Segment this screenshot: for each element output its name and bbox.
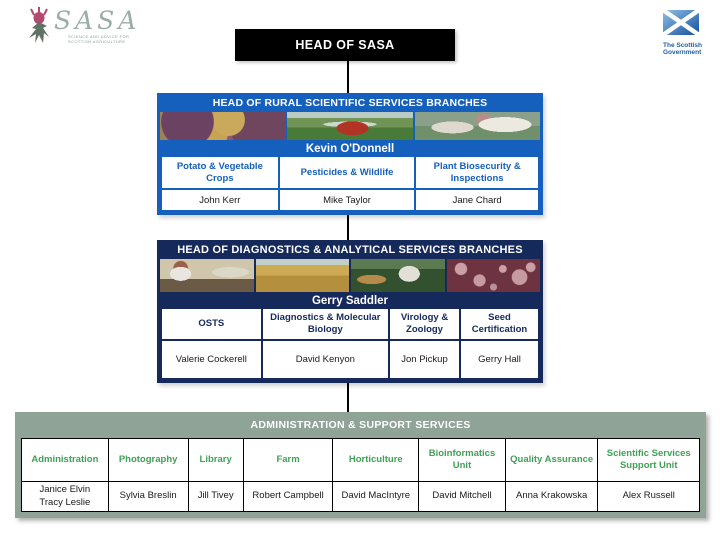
branch-column: Plant Biosecurity & Inspections Jane Cha… bbox=[414, 157, 538, 210]
staff-name: Alex Russell bbox=[622, 490, 675, 502]
admin-column-title: Scientific Services Support Unit bbox=[598, 439, 699, 482]
admin-column-names: Anna Krakowska bbox=[506, 482, 598, 511]
admin-column: Quality Assurance Anna Krakowska bbox=[504, 439, 598, 511]
branch-title: Pesticides & Wildlife bbox=[279, 157, 415, 190]
scottish-government-label: The Scottish Government bbox=[663, 42, 709, 56]
admin-column-title: Administration bbox=[22, 439, 108, 482]
admin-column-names: David MacIntyre bbox=[333, 482, 418, 511]
branch-head-name: Gerry Hall bbox=[478, 354, 521, 365]
rural-panel-title: HEAD OF RURAL SCIENTIFIC SERVICES BRANCH… bbox=[212, 97, 488, 109]
admin-column: Farm Robert Campbell bbox=[242, 439, 333, 511]
admin-column: Library Jill Tivey bbox=[187, 439, 243, 511]
sasa-tagline-line1: SCIENCE AND ADVICE FOR bbox=[68, 34, 130, 39]
head-of-sasa-box: HEAD OF SASA bbox=[235, 29, 455, 61]
microscopy-photo bbox=[446, 259, 540, 292]
branch-head-name: John Kerr bbox=[199, 194, 241, 206]
admin-column: Horticulture David MacIntyre bbox=[332, 439, 419, 511]
admin-column: Administration Janice Elvin Tracy Leslie bbox=[22, 439, 108, 511]
diagnostics-photo-strip bbox=[160, 259, 540, 292]
saltire-flag-icon bbox=[661, 8, 701, 37]
staff-name: Sylvia Breslin bbox=[119, 490, 177, 502]
scottish-government-logo: The Scottish Government bbox=[661, 8, 709, 56]
admin-support-section: ADMINISTRATION & SUPPORT SERVICES Admini… bbox=[15, 412, 706, 518]
admin-column: Photography Sylvia Breslin bbox=[107, 439, 188, 511]
admin-column-title: Quality Assurance bbox=[505, 439, 598, 482]
admin-column-title: Farm bbox=[243, 439, 333, 482]
staff-name: Robert Campbell bbox=[252, 490, 324, 502]
sasa-tagline-line2: SCOTTISH AGRICULTURE bbox=[68, 39, 126, 44]
sasa-wordmark: SASA bbox=[54, 6, 141, 35]
branch-column: Potato & Vegetable Crops John Kerr bbox=[162, 157, 278, 210]
sheep-photo bbox=[414, 112, 540, 140]
staff-name: Anna Krakowska bbox=[516, 490, 588, 502]
rural-head-name: Kevin O'Donnell bbox=[305, 143, 395, 155]
beekeeping-photo bbox=[351, 259, 445, 292]
admin-column-title: Library bbox=[188, 439, 243, 482]
admin-column-names: Janice Elvin Tracy Leslie bbox=[22, 482, 108, 511]
rural-photo-strip bbox=[160, 112, 540, 140]
laboratory-photo bbox=[160, 259, 254, 292]
admin-section-title: ADMINISTRATION & SUPPORT SERVICES bbox=[250, 419, 471, 431]
potatoes-photo bbox=[160, 112, 286, 140]
wheat-field-photo bbox=[255, 259, 349, 292]
admin-column-names: Alex Russell bbox=[598, 482, 699, 511]
branch-column: Pesticides & Wildlife Mike Taylor bbox=[277, 157, 415, 210]
diagnostics-head-name: Gerry Saddler bbox=[311, 295, 389, 307]
staff-name: David Mitchell bbox=[432, 490, 492, 502]
admin-column: Scientific Services Support Unit Alex Ru… bbox=[597, 439, 699, 511]
sg-label-line2: Government bbox=[663, 49, 702, 56]
branch-column: OSTS Valerie Cockerell bbox=[162, 309, 261, 378]
connector-diagnostics-to-admin bbox=[347, 383, 349, 412]
branch-head-name: David Kenyon bbox=[295, 354, 355, 365]
branch-title: Seed Certification bbox=[461, 309, 538, 341]
admin-column-names: Jill Tivey bbox=[189, 482, 243, 511]
rural-branch-table: Potato & Vegetable Crops John Kerr Pesti… bbox=[162, 157, 538, 210]
admin-column: Bioinformatics Unit David Mitchell bbox=[418, 439, 505, 511]
branch-column: Virology & Zoology Jon Pickup bbox=[387, 309, 460, 378]
admin-column-title: Bioinformatics Unit bbox=[419, 439, 505, 482]
admin-column-title: Horticulture bbox=[333, 439, 419, 482]
branch-head-name: Mike Taylor bbox=[323, 194, 371, 206]
admin-column-title: Photography bbox=[108, 439, 188, 482]
staff-name: David MacIntyre bbox=[341, 490, 411, 502]
admin-table: Administration Janice Elvin Tracy Leslie… bbox=[21, 438, 700, 512]
admin-column-names: David Mitchell bbox=[419, 482, 505, 511]
branch-column: Seed Certification Gerry Hall bbox=[459, 309, 538, 378]
sasa-wordmark-block: SASA SCIENCE AND ADVICE FOR SCOTTISH AGR… bbox=[54, 7, 140, 44]
thistle-icon bbox=[29, 7, 49, 43]
branch-head-name: Valerie Cockerell bbox=[175, 354, 247, 365]
admin-column-names: Robert Campbell bbox=[244, 482, 333, 511]
branch-column: Diagnostics & Molecular Biology David Ke… bbox=[260, 309, 388, 378]
admin-column-names: Sylvia Breslin bbox=[109, 482, 188, 511]
branch-head-name: Jon Pickup bbox=[401, 354, 448, 365]
diagnostics-branch-table: OSTS Valerie Cockerell Diagnostics & Mol… bbox=[162, 309, 538, 378]
branch-title: OSTS bbox=[162, 309, 261, 341]
branch-head-name: Jane Chard bbox=[452, 194, 502, 206]
tractor-spraying-photo bbox=[287, 112, 413, 140]
branch-title: Diagnostics & Molecular Biology bbox=[262, 309, 388, 341]
connector-rural-to-diagnostics bbox=[347, 215, 349, 240]
staff-name: Jill Tivey bbox=[197, 490, 234, 502]
branch-title: Virology & Zoology bbox=[389, 309, 460, 341]
branch-title: Potato & Vegetable Crops bbox=[162, 157, 278, 190]
sasa-logo: SASA SCIENCE AND ADVICE FOR SCOTTISH AGR… bbox=[26, 7, 140, 45]
staff-name: Tracy Leslie bbox=[39, 496, 91, 508]
connector-head-to-rural bbox=[347, 61, 349, 93]
branch-title: Plant Biosecurity & Inspections bbox=[416, 157, 538, 190]
sg-label-line1: The Scottish bbox=[663, 42, 703, 49]
diagnostics-services-panel: HEAD OF DIAGNOSTICS & ANALYTICAL SERVICE… bbox=[157, 240, 543, 383]
diagnostics-panel-title: HEAD OF DIAGNOSTICS & ANALYTICAL SERVICE… bbox=[177, 244, 523, 256]
staff-name: Janice Elvin bbox=[39, 484, 91, 496]
rural-services-panel: HEAD OF RURAL SCIENTIFIC SERVICES BRANCH… bbox=[157, 93, 543, 215]
